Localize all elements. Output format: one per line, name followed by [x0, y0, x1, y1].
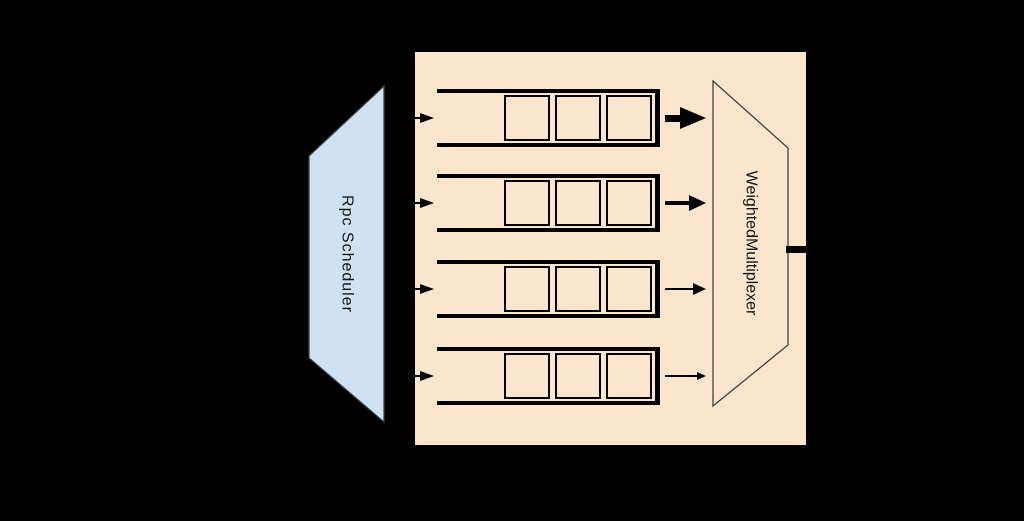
queue-1-bottom-wall	[437, 143, 660, 147]
queue-3-input-arrow-line	[413, 287, 420, 291]
queue-4-input-arrow-head-icon	[420, 371, 434, 381]
queue-1-input-arrow-line	[413, 116, 420, 120]
weighted-multiplexer-shape	[712, 79, 789, 408]
queue-3-output-arrow-head-icon	[693, 283, 706, 295]
queue-1-slot-2	[555, 95, 601, 141]
weighted-multiplexer-label: WeightedMultiplexer	[742, 170, 760, 316]
rpc-scheduler-label: Rpc Scheduler	[338, 195, 356, 313]
multiplexer-output-connector	[786, 246, 808, 253]
queue-3-input-arrow-head-icon	[420, 284, 434, 294]
queue-4	[437, 347, 660, 405]
queue-1-top-wall	[437, 89, 660, 93]
queue-4-right-wall	[655, 347, 660, 405]
queue-1-output-arrow-head-icon	[680, 106, 706, 129]
queue-1-input-arrow-head-icon	[420, 113, 434, 123]
queue-2-slot-2	[555, 180, 601, 226]
queue-1-right-wall	[655, 89, 660, 147]
queue-2-bottom-wall	[437, 228, 660, 232]
queue-1	[437, 89, 660, 147]
queue-2	[437, 174, 660, 232]
queue-2-output-arrow-head-icon	[689, 194, 706, 211]
queue-3-slot-1	[504, 266, 550, 312]
queue-4-bottom-wall	[437, 401, 660, 405]
queue-4-slot-1	[504, 353, 550, 399]
queue-2-input-arrow-head-icon	[420, 198, 434, 208]
queue-3-output-arrow-line	[665, 287, 693, 291]
queue-2-input-arrow-line	[413, 201, 420, 205]
queue-3-slot-3	[606, 266, 652, 312]
queue-3-top-wall	[437, 260, 660, 264]
queue-3-slot-2	[555, 266, 601, 312]
queue-2-top-wall	[437, 174, 660, 178]
queue-3-right-wall	[655, 260, 660, 318]
queue-4-output-arrow-head-icon	[697, 372, 706, 380]
queue-4-output-arrow-line	[665, 375, 697, 377]
queue-2-slot-1	[504, 180, 550, 226]
queue-1-slot-1	[504, 95, 550, 141]
queue-4-top-wall	[437, 347, 660, 351]
queue-3	[437, 260, 660, 318]
queue-4-slot-3	[606, 353, 652, 399]
queue-2-right-wall	[655, 174, 660, 232]
queue-2-slot-3	[606, 180, 652, 226]
queue-2-output-arrow-line	[665, 200, 689, 206]
queue-3-bottom-wall	[437, 314, 660, 318]
queue-1-slot-3	[606, 95, 652, 141]
queue-1-output-arrow-line	[665, 114, 680, 122]
rpc-scheduler-shape	[308, 84, 385, 424]
queue-4-slot-2	[555, 353, 601, 399]
queue-4-input-arrow-line	[413, 374, 420, 378]
